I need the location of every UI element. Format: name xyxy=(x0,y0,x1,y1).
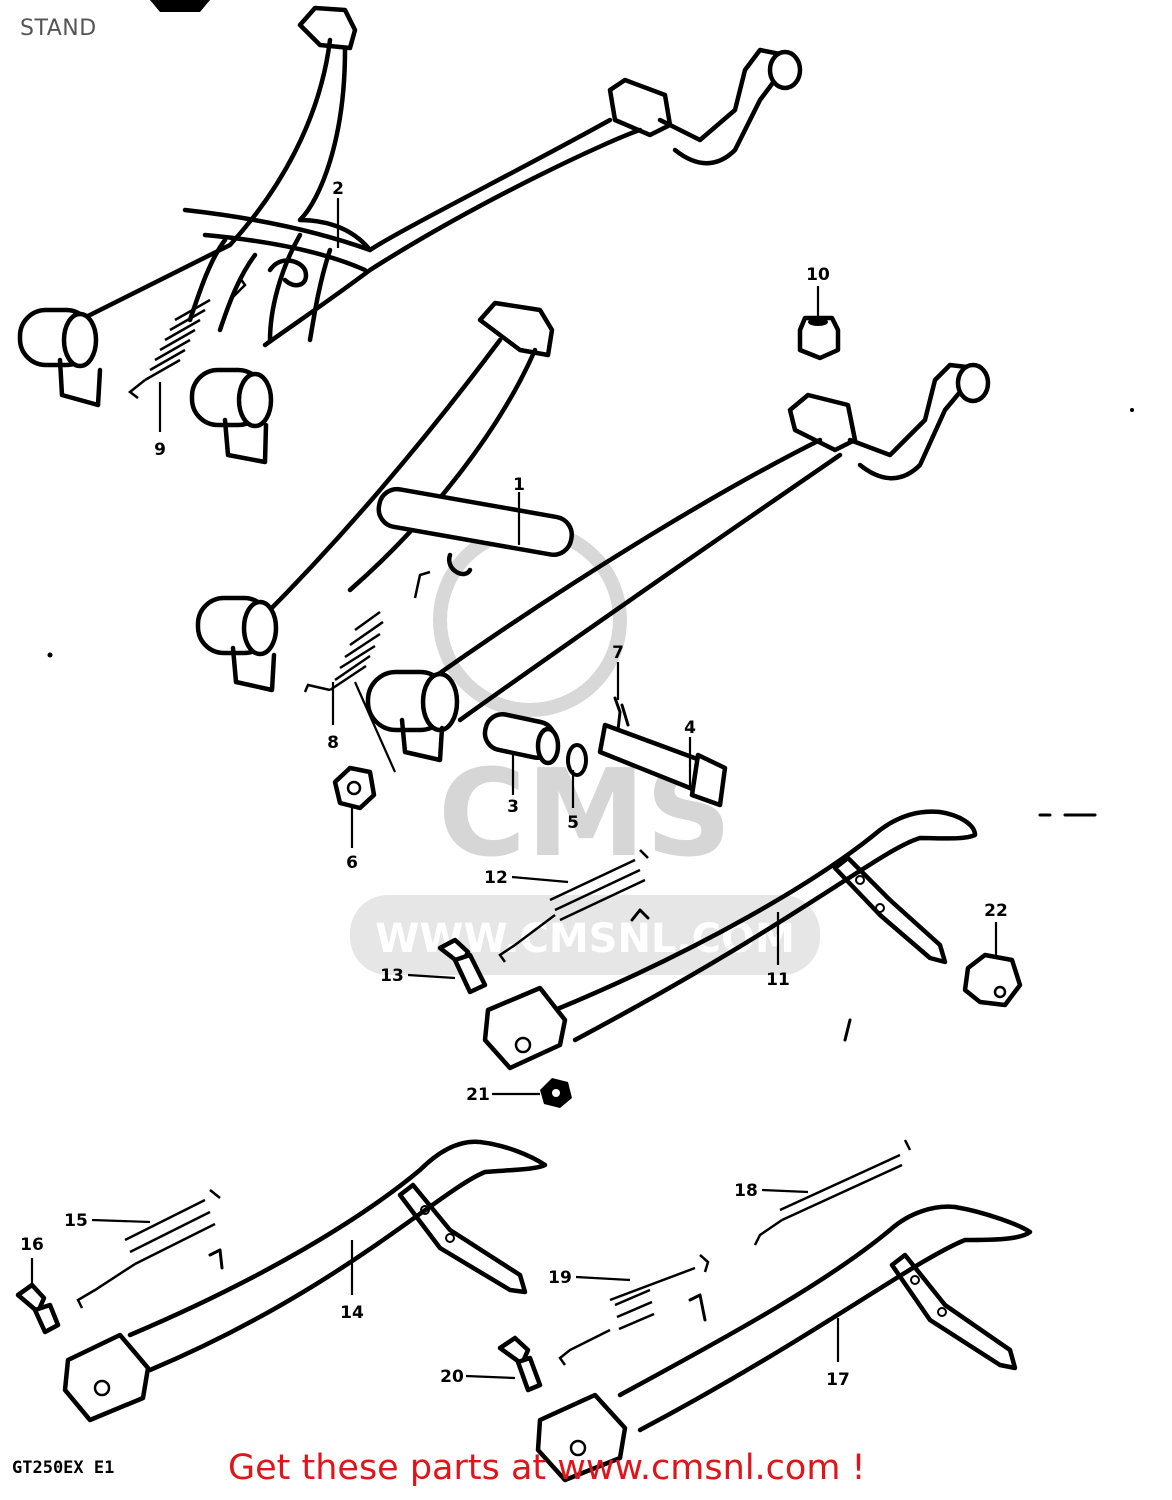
callout-14[interactable]: 14 xyxy=(340,1240,364,1323)
callout-5[interactable]: 5 xyxy=(567,770,579,833)
svg-text:21: 21 xyxy=(466,1085,490,1105)
svg-text:7: 7 xyxy=(612,643,624,663)
callout-6[interactable]: 6 xyxy=(346,808,358,873)
callout-16[interactable]: 16 xyxy=(20,1235,44,1288)
callout-18[interactable]: 18 xyxy=(734,1181,809,1201)
dot-mark xyxy=(47,652,53,658)
part-main-stand-center xyxy=(195,300,991,763)
part-nut-21 xyxy=(540,1078,572,1108)
part-spring-19 xyxy=(558,1254,710,1366)
callout-20[interactable]: 20 xyxy=(440,1367,516,1387)
svg-text:5: 5 xyxy=(567,813,579,833)
svg-text:2: 2 xyxy=(332,179,344,199)
part-side-stand-17 xyxy=(535,1204,1033,1483)
part-nut-6 xyxy=(332,765,377,811)
svg-text:19: 19 xyxy=(548,1268,572,1288)
svg-text:6: 6 xyxy=(346,853,358,873)
part-spring-15 xyxy=(76,1189,221,1309)
part-spring-18 xyxy=(753,1139,912,1246)
part-spring-9 xyxy=(127,277,247,399)
callout-15[interactable]: 15 xyxy=(64,1211,151,1231)
callout-7[interactable]: 7 xyxy=(612,643,624,700)
callout-13[interactable]: 13 xyxy=(380,966,456,986)
callout-3[interactable]: 3 xyxy=(507,752,519,817)
callout-9[interactable]: 9 xyxy=(154,382,166,460)
part-side-stand-11 xyxy=(482,809,978,1071)
callout-17[interactable]: 17 xyxy=(826,1318,850,1390)
callout-1[interactable]: 1 xyxy=(513,475,525,545)
part-washer-5 xyxy=(566,743,588,777)
callout-4[interactable]: 4 xyxy=(684,718,696,790)
callout-11[interactable]: 11 xyxy=(766,912,790,990)
svg-text:11: 11 xyxy=(766,970,790,990)
svg-text:4: 4 xyxy=(684,718,696,738)
svg-text:8: 8 xyxy=(327,733,339,753)
svg-text:10: 10 xyxy=(806,265,830,285)
callout-10[interactable]: 10 xyxy=(806,265,830,318)
diagram-title: STAND xyxy=(20,16,97,41)
part-bolt-13 xyxy=(437,937,488,995)
svg-text:14: 14 xyxy=(340,1303,364,1323)
part-bolt-16 xyxy=(15,1282,61,1335)
svg-text:15: 15 xyxy=(64,1211,88,1231)
svg-text:13: 13 xyxy=(380,966,404,986)
part-spring-8 xyxy=(303,570,431,773)
part-spacer-3 xyxy=(482,712,561,766)
cropped-header-fragment xyxy=(150,0,210,12)
svg-text:3: 3 xyxy=(507,797,519,817)
part-bolt-20 xyxy=(497,1335,543,1393)
svg-text:18: 18 xyxy=(734,1181,758,1201)
svg-text:20: 20 xyxy=(440,1367,464,1387)
svg-text:12: 12 xyxy=(484,868,508,888)
svg-text:1: 1 xyxy=(513,475,525,495)
dot-mark xyxy=(1130,408,1134,412)
part-main-stand-upper xyxy=(17,5,803,465)
callout-21[interactable]: 21 xyxy=(466,1085,540,1105)
part-bolt-4 xyxy=(597,722,728,808)
cta-link[interactable]: Get these parts at www.cmsnl.com ! xyxy=(228,1448,866,1488)
part-cap-10 xyxy=(797,315,841,361)
part-spring-12 xyxy=(498,849,650,963)
callout-22[interactable]: 22 xyxy=(984,901,1008,958)
part-side-stand-14 xyxy=(62,1139,548,1423)
svg-text:22: 22 xyxy=(984,901,1008,921)
svg-text:9: 9 xyxy=(154,440,166,460)
svg-text:17: 17 xyxy=(826,1370,850,1390)
callout-8[interactable]: 8 xyxy=(327,682,339,753)
part-cap-22 xyxy=(962,952,1023,1008)
part-cotter-pin-7 xyxy=(613,696,630,732)
svg-text:16: 16 xyxy=(20,1235,44,1255)
callout-19[interactable]: 19 xyxy=(548,1268,631,1288)
callout-2[interactable]: 2 xyxy=(332,179,344,248)
watermark-url: WWW.CMSNL.COM xyxy=(375,916,795,962)
callout-12[interactable]: 12 xyxy=(484,868,569,888)
model-code: GT250EX E1 xyxy=(12,1458,115,1478)
